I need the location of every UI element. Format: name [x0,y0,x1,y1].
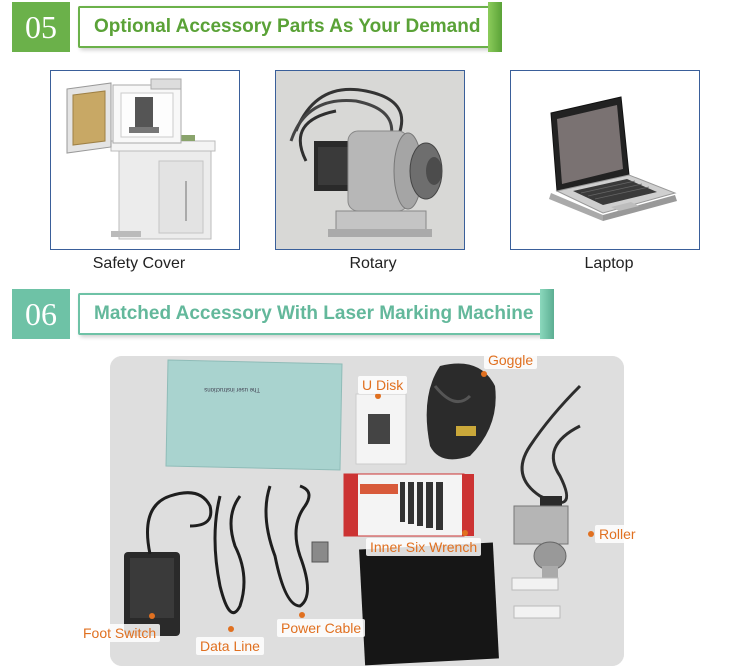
foot-switch-label: Foot Switch [79,624,161,642]
hex-wrench-set [343,473,474,537]
data-line-label: Data Line [196,637,264,655]
power-cable-dot [299,612,305,618]
section-05-accent [488,2,502,52]
section-06-title: Matched Accessory With Laser Marking Mac… [78,293,548,335]
u-disk-label: U Disk [358,376,408,394]
user-manual-envelope: The user instructions [165,359,343,471]
safety-cover-image [50,70,240,250]
goggle-label: Goggle [484,351,538,369]
section-06-accent [540,289,554,339]
foot-switch-dot [149,613,155,619]
laptop-image [511,71,699,249]
goggle [426,363,496,460]
safety-cover-caption: Safety Cover [92,255,186,272]
laptop-caption: Laptop [584,255,634,272]
goggle-dot [481,371,487,377]
foot-switch [124,552,180,636]
laptop-image [510,70,700,250]
safety-cover-machine-image [51,71,239,249]
u-disk-dot [375,393,381,399]
rotary-caption: Rotary [349,255,397,272]
section-05-banner: 05 Optional Accessory Parts As Your Dema… [12,2,502,52]
roller-dot [588,531,594,537]
section-05-title: Optional Accessory Parts As Your Demand [78,6,496,48]
wrench-label: Inner Six Wrench [366,538,482,556]
roller [513,496,569,586]
rotary-device-image [276,71,464,249]
rotary-image [275,70,465,250]
accessory-kit-image: The user instructions [110,356,624,666]
section-05-number: 05 [12,2,70,52]
matched-accessories-photo: The user instructions [110,356,624,666]
roller-label: Roller [595,525,640,543]
manual-text: The user instructions [204,386,260,392]
power-cable-label: Power Cable [277,619,366,637]
wrench-dot [462,530,468,536]
section-06-banner: 06 Matched Accessory With Laser Marking … [12,289,554,339]
section-06-number: 06 [12,289,70,339]
data-line-dot [228,626,234,632]
